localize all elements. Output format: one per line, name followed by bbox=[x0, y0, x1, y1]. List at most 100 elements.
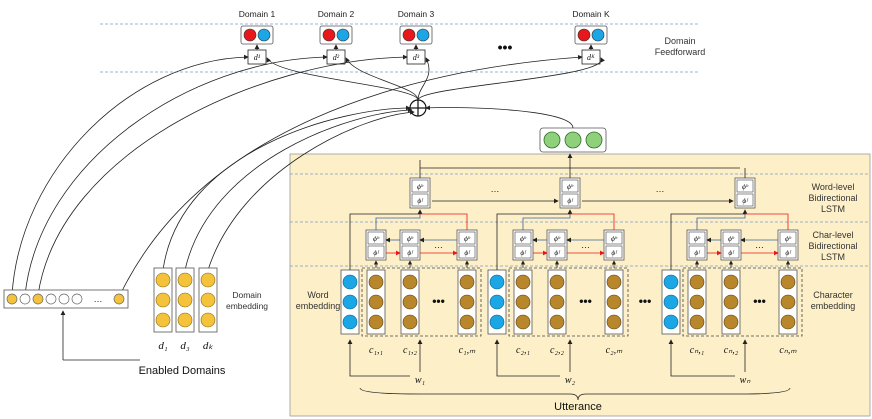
lstm-backward-box bbox=[514, 231, 532, 245]
lstm-forward-box bbox=[411, 193, 429, 207]
red-node bbox=[402, 28, 416, 42]
lstm-forward-box bbox=[688, 245, 706, 259]
lstm-forward-label: ϕᶠ bbox=[742, 196, 749, 205]
word-embedding-node bbox=[663, 274, 679, 290]
word-label: wₙ bbox=[740, 375, 752, 386]
lstm-forward-box bbox=[722, 245, 740, 259]
word-embedding-node bbox=[342, 314, 358, 330]
char-lstm-ellipsis: … bbox=[581, 240, 590, 250]
sum-to-domain-2 bbox=[345, 57, 419, 101]
char-embedding-node bbox=[606, 274, 622, 290]
word-emb-to-lstm bbox=[349, 213, 420, 270]
red-node bbox=[322, 28, 336, 42]
lstm-forward-label: ϕᶠ bbox=[373, 248, 380, 257]
enabled-arc-3 bbox=[37, 54, 408, 296]
lstm-cell: ϕᵇ ϕᶠ bbox=[546, 229, 568, 261]
word-embedding-node bbox=[489, 314, 505, 330]
domain-embedding-node bbox=[177, 272, 193, 288]
enabled-domain-node bbox=[71, 293, 83, 305]
domain-ff-label: dᴷ bbox=[587, 53, 595, 62]
char-embedding-node bbox=[459, 294, 475, 310]
char-embedding-node bbox=[549, 314, 565, 330]
lstm-forward-label: ϕᶠ bbox=[611, 248, 618, 257]
char-label: c₁,₁ bbox=[369, 345, 383, 356]
blue-node bbox=[336, 28, 350, 42]
lstm-backward-label: ϕᵇ bbox=[567, 182, 574, 191]
char-embedding-node bbox=[368, 274, 384, 290]
lstm-backward-box bbox=[605, 231, 623, 245]
enabled-domain-node bbox=[19, 293, 31, 305]
char-emb-label-2: embedding bbox=[811, 301, 856, 311]
word-group-ellipsis: ••• bbox=[639, 294, 652, 308]
char-embedding-node bbox=[606, 294, 622, 310]
blue-node bbox=[257, 28, 271, 42]
lstm-forward-label: ϕᶠ bbox=[567, 196, 574, 205]
domemb-arc-1 bbox=[162, 105, 411, 271]
word-to-embedding-arrow bbox=[347, 339, 410, 377]
char-embedding-node bbox=[368, 294, 384, 310]
lstm-backward-label: ϕᵇ bbox=[554, 234, 561, 243]
lstm-backward-label: ϕᵇ bbox=[417, 182, 424, 191]
domain-embedding-col-label: dₖ bbox=[203, 340, 214, 352]
char-lstm-label-1: Char-level bbox=[812, 230, 853, 240]
utterance-to-sum bbox=[425, 105, 574, 129]
blue-node bbox=[591, 28, 605, 42]
word-embedding-node bbox=[489, 294, 505, 310]
sum-to-domain-4 bbox=[417, 57, 605, 101]
lstm-cell: ϕᵇ ϕᶠ bbox=[409, 177, 431, 209]
domain-ellipsis: ••• bbox=[498, 39, 513, 55]
lstm-backward-box bbox=[458, 231, 476, 245]
enabled-domain-node bbox=[58, 293, 70, 305]
domain-embedding-label-1: Domain bbox=[232, 290, 262, 300]
char-embedding-node bbox=[515, 274, 531, 290]
blue-node bbox=[416, 28, 430, 42]
enabled-arc-k bbox=[119, 54, 583, 296]
char-emb-label-1: Character bbox=[813, 290, 853, 300]
lstm-backward-label: ϕᵇ bbox=[464, 234, 471, 243]
lstm-forward-box bbox=[561, 193, 579, 207]
char-lstm-label-3: LSTM bbox=[821, 252, 845, 262]
lstm-cell: ϕᵇ ϕᶠ bbox=[512, 229, 534, 261]
lstm-forward-label: ϕᶠ bbox=[728, 248, 735, 257]
domain-label-k: Domain K bbox=[572, 9, 610, 19]
lstm-backward-box bbox=[401, 231, 419, 245]
char-to-word-link-red bbox=[570, 213, 615, 230]
char-embedding-node bbox=[689, 294, 705, 310]
char-embedding-node bbox=[368, 314, 384, 330]
char-embedding-node bbox=[689, 274, 705, 290]
lstm-forward-box bbox=[779, 245, 797, 259]
lstm-forward-label: ϕᶠ bbox=[520, 248, 527, 257]
domain-label-1: Domain 1 bbox=[239, 9, 276, 19]
lstm-backward-label: ϕᵇ bbox=[407, 234, 414, 243]
lstm-forward-label: ϕᶠ bbox=[694, 248, 701, 257]
enabled-domain-node bbox=[45, 293, 57, 305]
char-embedding-node bbox=[459, 314, 475, 330]
domain-embedding-node bbox=[200, 312, 216, 328]
char-embedding-box bbox=[682, 267, 803, 337]
char-embedding-node bbox=[402, 314, 418, 330]
enabled-ellipsis: … bbox=[94, 294, 103, 304]
domain-embedding-node bbox=[200, 292, 216, 308]
char-label: c₂,₁ bbox=[516, 345, 530, 356]
red-node bbox=[577, 28, 591, 42]
lstm-backward-box bbox=[688, 231, 706, 245]
word-embedding-node bbox=[489, 274, 505, 290]
lstm-backward-box bbox=[779, 231, 797, 245]
word-embedding-node bbox=[342, 294, 358, 310]
enabled-domain-node bbox=[6, 293, 18, 305]
char-ellipsis: ••• bbox=[432, 294, 445, 308]
lstm-forward-label: ϕᶠ bbox=[554, 248, 561, 257]
lstm-backward-label: ϕᵇ bbox=[785, 234, 792, 243]
char-embedding-node bbox=[780, 274, 796, 290]
word-emb-to-lstm bbox=[670, 213, 745, 270]
lstm-forward-label: ϕᶠ bbox=[417, 196, 424, 205]
domain-label-2: Domain 2 bbox=[318, 9, 355, 19]
lstm-backward-label: ϕᵇ bbox=[520, 234, 527, 243]
